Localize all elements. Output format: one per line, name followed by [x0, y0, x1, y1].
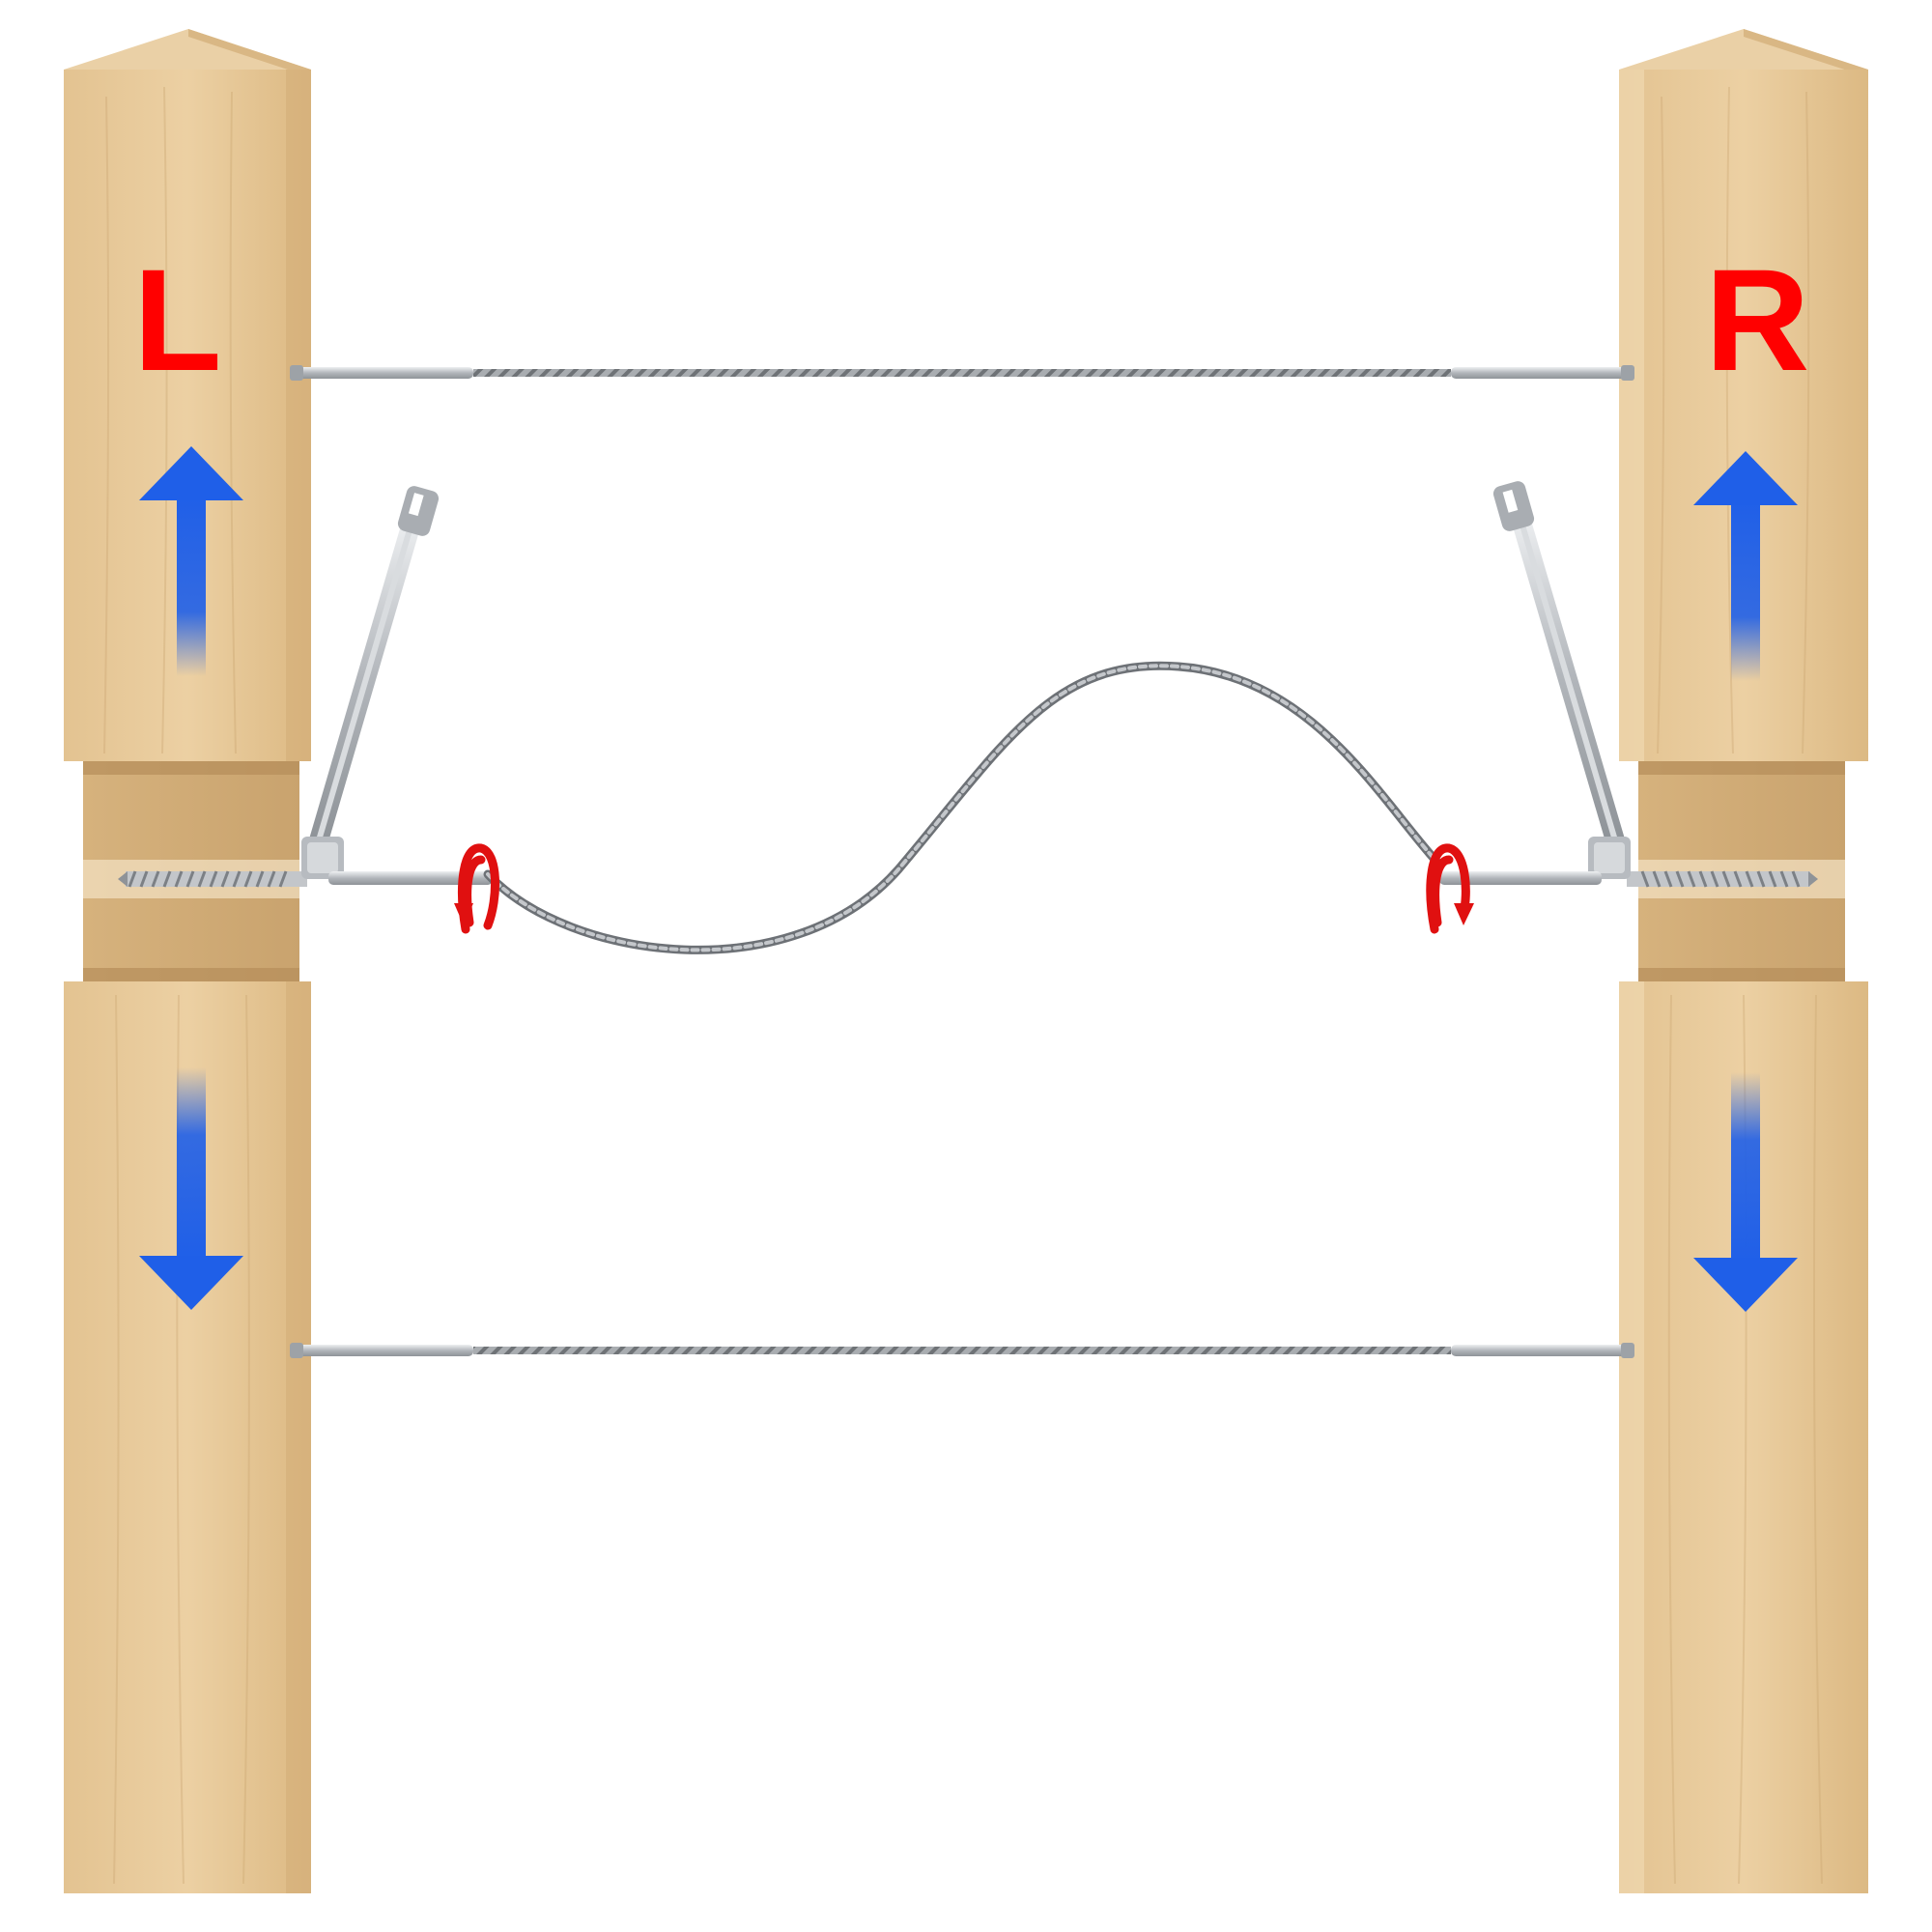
left-post-cap	[64, 29, 311, 70]
left-post	[64, 29, 311, 1893]
right-post-label: R	[1705, 239, 1809, 401]
right-post-cap	[1619, 29, 1868, 70]
left-lag-screw	[118, 870, 307, 888]
rotate-arrow-head	[454, 903, 473, 925]
right-fitting	[1451, 367, 1634, 379]
slack-cable	[483, 661, 1444, 954]
rotate-arrow-head	[1454, 903, 1474, 925]
left-threaded-stud	[328, 871, 493, 885]
left-fitting	[290, 367, 473, 379]
left-post-label: L	[133, 239, 222, 401]
arrow-down-icon	[139, 1067, 243, 1310]
bottom-cable-assembly	[290, 1343, 1634, 1358]
arrow-up-icon	[139, 446, 243, 676]
top-cable-assembly	[290, 365, 1634, 381]
arrow-down-icon	[1693, 1072, 1798, 1312]
bottom-cable	[473, 1347, 1451, 1354]
right-lag-screw	[1627, 870, 1818, 888]
right-threaded-stud	[1439, 871, 1602, 885]
left-swivel-fitting	[301, 486, 493, 885]
top-cable	[473, 369, 1451, 377]
arrow-up-icon	[1693, 451, 1798, 681]
left-fitting	[290, 1345, 473, 1356]
right-swivel-fitting	[1439, 481, 1631, 885]
right-fitting	[1451, 1345, 1634, 1356]
rotate-arrow-icon	[1426, 843, 1470, 934]
